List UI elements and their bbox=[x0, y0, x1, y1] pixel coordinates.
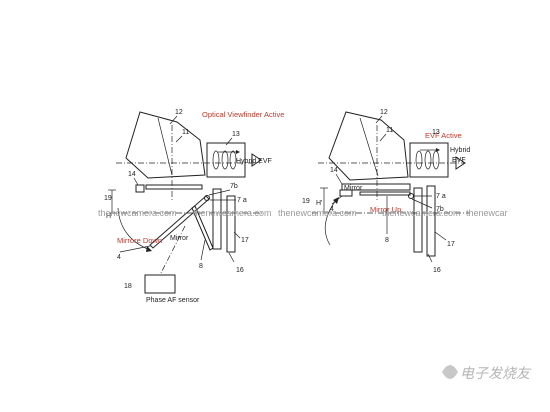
right-evf-label-1: Hybrid bbox=[450, 147, 470, 154]
right-evf-arrowhead bbox=[436, 148, 440, 152]
right-sensor-plate bbox=[426, 185, 436, 257]
left-num-4: 4 bbox=[117, 254, 121, 261]
left-focus-screen bbox=[145, 184, 203, 190]
left-leader-17 bbox=[233, 231, 241, 239]
right-num-h: H' bbox=[316, 200, 322, 207]
right-figure: EVF Active Hybrid EVF Mirror Up Mirror 1… bbox=[302, 109, 470, 274]
left-part-14-box bbox=[135, 184, 145, 193]
left-num-16: 16 bbox=[236, 267, 244, 274]
logo-text: 电子发烧友 bbox=[460, 366, 532, 382]
left-evf-lens-3 bbox=[229, 150, 237, 170]
left-hinge bbox=[204, 195, 210, 201]
left-evf-box bbox=[206, 142, 246, 178]
right-num-13: 13 bbox=[432, 129, 440, 136]
left-evf-arrowhead bbox=[236, 150, 240, 154]
right-sub-mirror bbox=[359, 191, 411, 196]
right-part-14-box bbox=[339, 189, 353, 197]
left-figure: Optical Viewfinder Active Hybrid EVF Mir… bbox=[104, 109, 284, 304]
right-num-11: 11 bbox=[386, 127, 393, 134]
right-leader-16 bbox=[427, 253, 433, 263]
right-num-8: 8 bbox=[385, 237, 389, 244]
left-leader-7b bbox=[208, 189, 231, 196]
right-num-7b: 7b bbox=[436, 206, 444, 213]
right-num-16: 16 bbox=[433, 267, 441, 274]
left-arc-arrowhead bbox=[146, 246, 152, 252]
left-eye-icon bbox=[251, 153, 262, 167]
right-mirror-up bbox=[341, 183, 411, 191]
right-mirror-label: Mirror bbox=[344, 185, 363, 192]
left-evf-label: Hybrid EVF bbox=[236, 158, 272, 165]
right-shutter-plate bbox=[413, 187, 423, 253]
left-pentaprism bbox=[125, 111, 206, 179]
right-eye-icon bbox=[455, 156, 466, 170]
left-shutter-plate bbox=[212, 188, 222, 250]
left-evf-lens-1 bbox=[212, 150, 220, 170]
right-num-4: 4 bbox=[330, 206, 334, 213]
left-num-7a: 7 a bbox=[237, 197, 247, 204]
right-leader-14 bbox=[335, 173, 343, 185]
left-leader-11 bbox=[175, 135, 183, 143]
left-leader-4 bbox=[119, 245, 151, 253]
corner-logo: 电子发烧友 bbox=[442, 365, 532, 382]
right-leader-17 bbox=[434, 231, 447, 241]
right-num-7a: 7 a bbox=[436, 193, 446, 200]
left-num-12: 12 bbox=[175, 109, 183, 116]
watermark-4: thenewcamera.com bbox=[382, 208, 461, 218]
right-mirror-state: Mirror Up bbox=[370, 205, 401, 214]
left-prism-inner bbox=[157, 117, 173, 176]
right-num-17: 17 bbox=[447, 241, 455, 248]
left-evf-lens-2 bbox=[221, 150, 229, 170]
right-pentaprism bbox=[328, 111, 409, 181]
right-leader-12 bbox=[375, 115, 383, 124]
left-title: Optical Viewfinder Active bbox=[202, 110, 284, 119]
right-num-19: 19 bbox=[302, 198, 310, 205]
left-num-14: 14 bbox=[128, 171, 136, 178]
watermark-5: thenewcar bbox=[466, 208, 508, 218]
watermark-3: thenewcamera.com bbox=[278, 208, 357, 218]
right-evf-lens-1 bbox=[415, 150, 423, 170]
left-mirror-arc bbox=[117, 207, 151, 251]
left-num-19: 19 bbox=[104, 195, 112, 202]
left-num-h: H bbox=[106, 213, 111, 220]
right-mirror-arc bbox=[324, 199, 337, 246]
left-sensor-plate bbox=[226, 195, 236, 253]
right-evf-box bbox=[409, 142, 449, 178]
right-hinge bbox=[408, 193, 414, 199]
watermark-1: thenewcamera.com bbox=[98, 208, 177, 218]
right-evf-label-2: EVF bbox=[452, 157, 466, 164]
watermark-2: thenewcamera.com bbox=[193, 208, 272, 218]
left-leader-12 bbox=[169, 115, 178, 125]
left-num-7b: 7b bbox=[230, 183, 238, 190]
left-num-11: 11 bbox=[182, 129, 189, 136]
right-leader-11 bbox=[379, 133, 387, 142]
left-sensor-label: Phase AF sensor bbox=[146, 297, 200, 304]
right-num-14: 14 bbox=[330, 167, 338, 174]
right-evf-lens-2 bbox=[424, 150, 432, 170]
right-title: EVF Active bbox=[425, 131, 462, 140]
right-leader-4 bbox=[331, 195, 343, 205]
left-mirror-label: Mirror bbox=[170, 235, 189, 242]
left-af-path bbox=[159, 225, 186, 276]
logo-mark-icon bbox=[442, 365, 458, 379]
right-evf-lens-3 bbox=[432, 150, 440, 170]
left-mirror-state: Mirrore Down bbox=[117, 236, 162, 245]
left-num-8: 8 bbox=[199, 263, 203, 270]
right-num-12: 12 bbox=[380, 109, 388, 116]
left-leader-8 bbox=[200, 239, 206, 261]
right-prism-inner bbox=[359, 117, 379, 177]
left-num-17: 17 bbox=[241, 237, 249, 244]
left-leader-13 bbox=[225, 137, 233, 146]
left-af-sensor-box bbox=[144, 274, 176, 294]
left-leader-14 bbox=[133, 177, 139, 186]
left-num-18: 18 bbox=[124, 283, 132, 290]
left-num-13: 13 bbox=[232, 131, 240, 138]
left-leader-16 bbox=[228, 252, 235, 263]
